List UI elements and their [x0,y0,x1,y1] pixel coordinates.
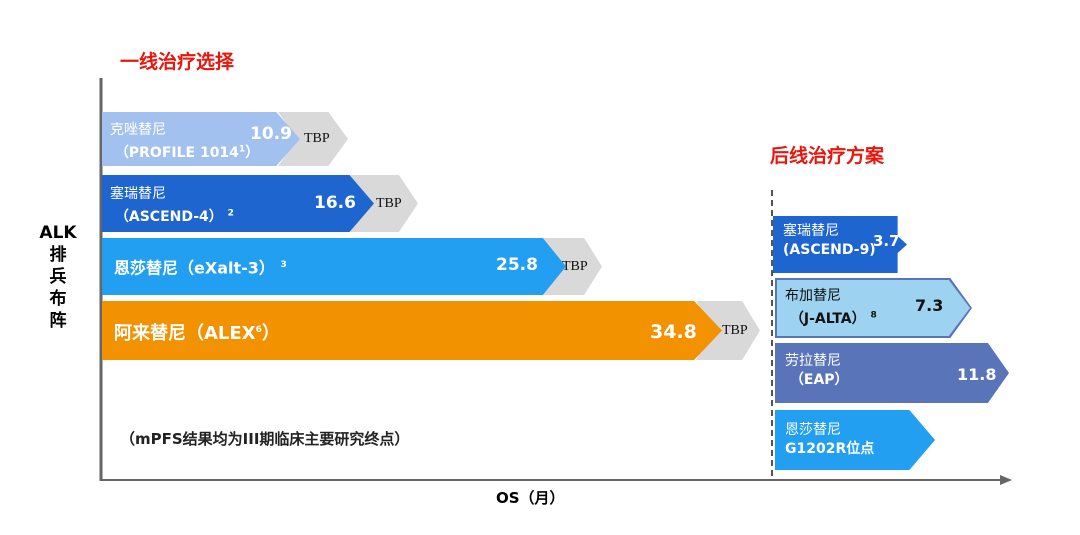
bar-value: 25.8 [496,255,538,275]
bar-label: 阿来替尼（ALEX6） [114,323,280,344]
tbp-label: TBP [376,195,402,211]
bar-label: 塞瑞替尼 （ASCEND-4） 2 [110,186,234,225]
bar-label: 塞瑞替尼(ASCEND-9) [783,223,876,258]
bar-label: 布加替尼 （J-ALTA） 8 [785,288,877,327]
bar-alectinib: 阿来替尼（ALEX6） 34.8 [102,301,722,360]
bar-value: 7.3 [915,296,944,315]
y-axis-label: ALK 排 兵 布 阵 [36,222,80,332]
bar-value: 34.8 [650,321,697,343]
y-label-line: 兵 [49,267,67,287]
later-line-title: 后线治疗方案 [770,145,885,167]
tbp-label: TBP [722,322,748,338]
tbp-label: TBP [562,258,588,274]
bar-brigatinib: 布加替尼 （J-ALTA） 8 7.3 [775,278,972,338]
y-label-line: ALK [39,223,77,243]
bar-label: 恩莎替尼（eXalt-3） 3 [114,258,287,278]
bar-label: 劳拉替尼 （EAP） [785,353,849,388]
bar-value: 11.8 [957,365,997,384]
bar-ceritinib: 塞瑞替尼 （ASCEND-4） 2 16.6 [102,175,374,232]
bar-value: 10.9 [250,124,292,144]
y-label-line: 阵 [49,311,67,331]
bar-label: 克唑替尼 （PROFILE 10141） [110,122,260,161]
bar-crizotinib: 克唑替尼 （PROFILE 10141） 10.9 [102,112,300,166]
bar-value: 16.6 [314,193,356,213]
tbp-label: TBP [304,131,330,146]
first-line-title: 一线治疗选择 [120,51,235,73]
y-label-line: 排 [49,245,67,265]
y-label-line: 布 [49,289,67,309]
note: （mPFS结果均为III期临床主要研究终点） [120,430,410,448]
bar-lorlatinib: 劳拉替尼 （EAP） 11.8 [775,343,1009,403]
bar-ceritinib-later: 塞瑞替尼(ASCEND-9) 3.7 [773,216,907,273]
bar-ensartinib: 恩莎替尼（eXalt-3） 3 25.8 [102,238,566,295]
x-axis-label: OS（月） [496,489,565,507]
bar-value: 3.7 [873,232,900,250]
x-axis-arrow [1000,475,1012,485]
